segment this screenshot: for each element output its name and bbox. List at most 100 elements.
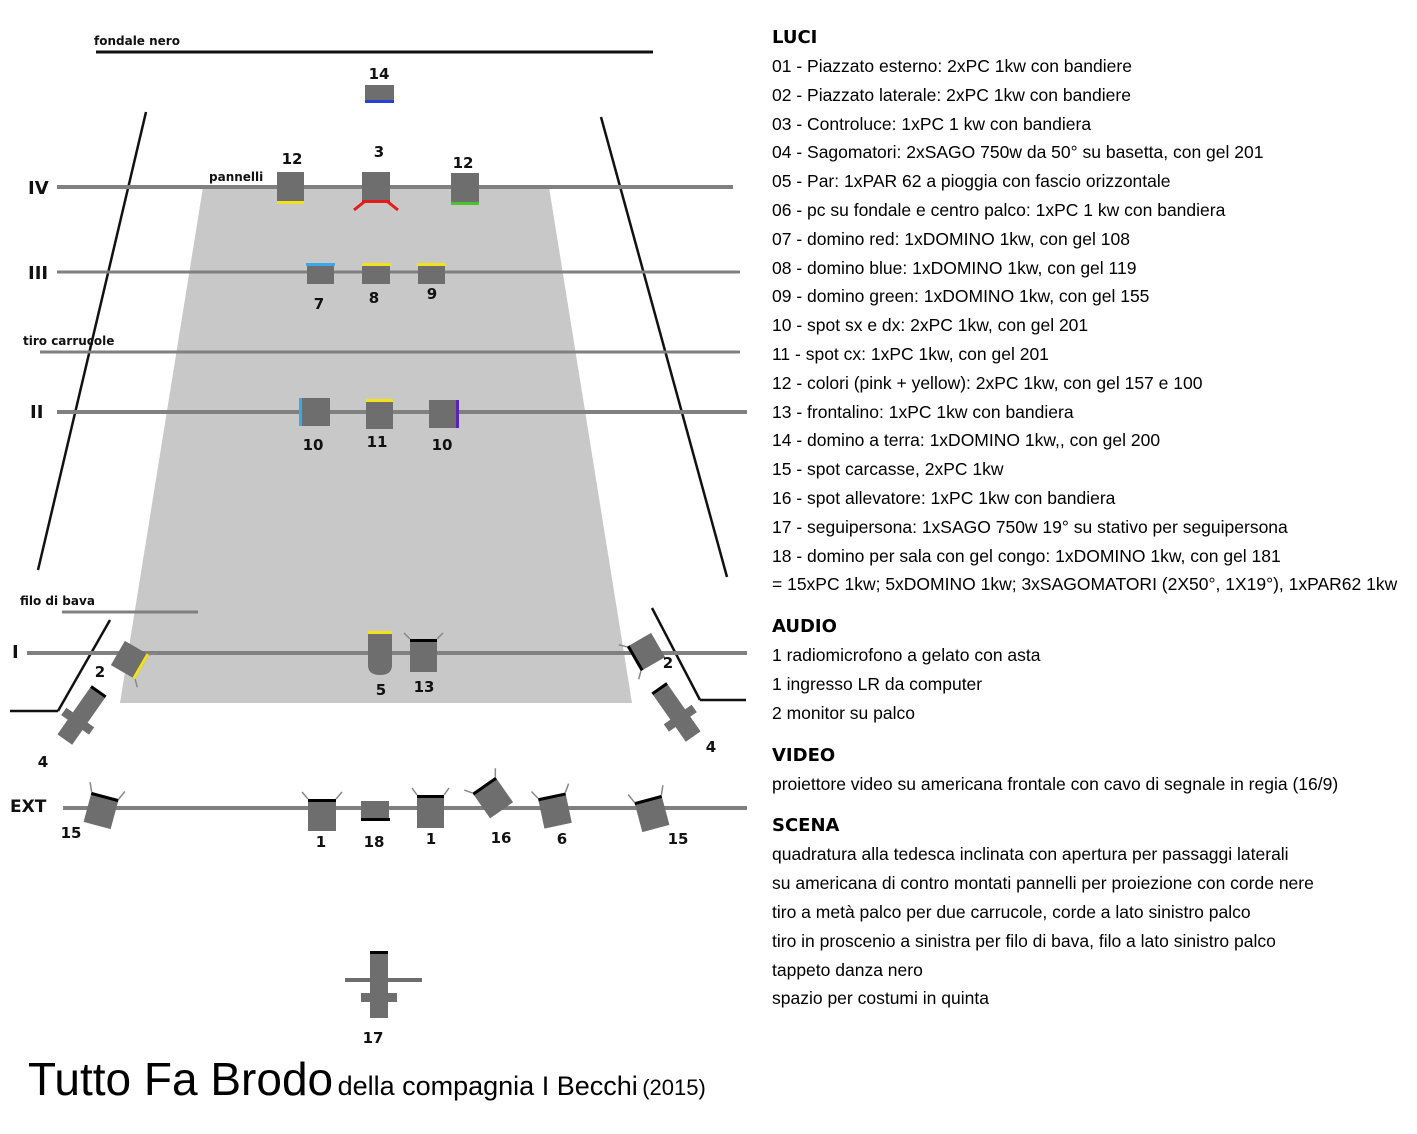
section-item: 06 - pc su fondale e centro palco: 1xPC …	[772, 199, 1226, 220]
fixture-label: 15	[668, 830, 689, 848]
section-item: 18 - domino per sala con gel congo: 1xDO…	[772, 545, 1281, 566]
fixture-4: 4	[38, 685, 107, 771]
legend-panel: LUCI 01 - Piazzato esterno: 2xPC 1kw con…	[772, 24, 1412, 1027]
title-company: della compagnia I Becchi	[337, 1071, 638, 1101]
section-item: 11 - spot cx: 1xPC 1kw, con gel 201	[772, 343, 1049, 364]
fishing-label: filo di bava	[20, 594, 95, 608]
wing-left-diagonal	[56, 619, 112, 712]
section-heading: SCENA	[772, 815, 840, 837]
fixture-17: 17	[345, 951, 422, 1047]
section-heading: AUDIO	[772, 616, 837, 638]
fixture-label: 2	[95, 663, 105, 681]
fixture-10: 10	[429, 400, 459, 454]
fixture-label: 14	[369, 65, 390, 83]
bar-label-iii: III	[28, 263, 48, 284]
fixture-15: 15	[61, 782, 126, 842]
fixture-label: 15	[61, 824, 82, 842]
section-item: 02 - Piazzato laterale: 2xPC 1kw con ban…	[772, 84, 1131, 105]
section-item: su americana di contro montati pannelli …	[772, 873, 1314, 894]
fixture-2: 2	[618, 632, 673, 680]
fixture-8: 8	[362, 263, 391, 307]
section-item: 08 - domino blue: 1xDOMINO 1kw, con gel …	[772, 257, 1137, 278]
fixture-label: 3	[374, 143, 384, 161]
panels-label: pannelli	[209, 170, 263, 184]
section-video: VIDEO proiettore video su americana fron…	[772, 742, 1412, 799]
section-item: 09 - domino green: 1xDOMINO 1kw, con gel…	[772, 286, 1150, 307]
fixture-label: 6	[557, 830, 567, 848]
backdrop-label: fondale nero	[94, 34, 180, 48]
fixture-1: 1	[301, 791, 343, 851]
fixture-label: 2	[663, 654, 673, 672]
bar-label-iv: IV	[28, 178, 49, 199]
section-item: 1 radiomicrofono a gelato con asta	[772, 645, 1041, 666]
masking-right	[599, 116, 729, 578]
section-item: tiro in proscenio a sinistra per filo di…	[772, 930, 1276, 951]
fixture-6: 6	[530, 783, 572, 848]
section-item: 2 monitor su palco	[772, 702, 915, 723]
fixture-label: 13	[414, 678, 435, 696]
bar-label-ii: II	[30, 402, 43, 423]
section-item: 13 - frontalino: 1xPC 1kw con bandiera	[772, 401, 1074, 422]
section-item: 01 - Piazzato esterno: 2xPC 1kw con band…	[772, 56, 1132, 76]
fixture-18: 18	[361, 801, 390, 851]
fixture-label: 5	[376, 681, 386, 699]
section-item: 12 - colori (pink + yellow): 2xPC 1kw, c…	[772, 372, 1203, 393]
fixture-15: 15	[627, 785, 689, 848]
section-item: 15 - spot carcasse, 2xPC 1kw	[772, 459, 1004, 480]
fixture-2: 2	[95, 640, 158, 688]
show-title: Tutto Fa Brodo della compagnia I Becchi …	[28, 1052, 706, 1106]
fixture-label: 12	[453, 154, 474, 172]
fixture-1: 1	[411, 787, 450, 848]
stage-plot: fondale nero IV III II I EXT pannelli ti…	[10, 34, 747, 1047]
fixture-5: 5	[368, 631, 392, 699]
section-scena: SCENA quadratura alla tedesca inclinata …	[772, 812, 1412, 1013]
section-item: tappeto danza nero	[772, 959, 923, 980]
section-heading: VIDEO	[772, 744, 836, 766]
pulley-label: tiro carrucole	[23, 334, 114, 348]
title-main: Tutto Fa Brodo	[28, 1053, 334, 1105]
section-item: 03 - Controluce: 1xPC 1 kw con bandiera	[772, 113, 1092, 134]
fixture-4: 4	[651, 682, 716, 756]
fixture-3: 3	[353, 143, 399, 212]
section-item: tiro a metà palco per due carrucole, cor…	[772, 901, 1251, 922]
bar-label-ext: EXT	[10, 797, 47, 817]
fixture-label: 4	[38, 753, 48, 771]
fixture-label: 8	[369, 289, 379, 307]
section-item: proiettore video su americana frontale c…	[772, 773, 1339, 794]
section-item: 05 - Par: 1xPAR 62 a pioggia con fascio …	[772, 171, 1171, 192]
section-item: 10 - spot sx e dx: 2xPC 1kw, con gel 201	[772, 315, 1089, 336]
fixture-label: 10	[432, 436, 453, 454]
section-item: 16 - spot allevatore: 1xPC 1kw con bandi…	[772, 487, 1116, 508]
title-year: (2015)	[642, 1075, 706, 1100]
section-list: 01 - Piazzato esterno: 2xPC 1kw con band…	[772, 52, 1412, 599]
fixture-label: 12	[282, 150, 303, 168]
fixture-11: 11	[366, 399, 393, 451]
fixture-label: 7	[314, 295, 324, 313]
fixture-label: 11	[367, 433, 388, 451]
section-item: 04 - Sagomatori: 2xSAGO 750w da 50° su b…	[772, 142, 1264, 163]
fixture-12: 12	[277, 150, 304, 204]
fixture-label: 16	[491, 829, 512, 847]
fixture-label: 10	[303, 436, 324, 454]
section-list: 1 radiomicrofono a gelato con asta 1 ingr…	[772, 641, 1412, 727]
section-luci: LUCI 01 - Piazzato esterno: 2xPC 1kw con…	[772, 24, 1412, 599]
section-item: 17 - seguipersona: 1xSAGO 750w 19° su st…	[772, 516, 1288, 537]
section-item: 1 ingresso LR da computer	[772, 673, 983, 694]
fixture-label: 1	[426, 830, 436, 848]
fixture-label: 18	[364, 833, 385, 851]
section-item: 07 - domino red: 1xDOMINO 1kw, con gel 1…	[772, 228, 1130, 249]
bar-label-i: I	[12, 642, 19, 663]
fixture-label: 1	[316, 833, 326, 851]
fixture-14: 14	[365, 65, 394, 103]
section-item: = 15xPC 1kw; 5xDOMINO 1kw; 3xSAGOMATORI …	[772, 574, 1398, 595]
stage-floor	[120, 187, 632, 703]
fixture-label: 9	[427, 285, 437, 303]
section-item: quadratura alla tedesca inclinata con ap…	[772, 844, 1289, 865]
section-list: proiettore video su americana frontale c…	[772, 770, 1412, 799]
fixture-10: 10	[299, 398, 330, 454]
fixture-13: 13	[403, 632, 444, 696]
section-list: quadratura alla tedesca inclinata con ap…	[772, 840, 1412, 1013]
fixture-12: 12	[451, 154, 479, 205]
section-audio: AUDIO 1 radiomicrofono a gelato con asta…	[772, 613, 1412, 727]
fixture-7: 7	[306, 263, 335, 313]
